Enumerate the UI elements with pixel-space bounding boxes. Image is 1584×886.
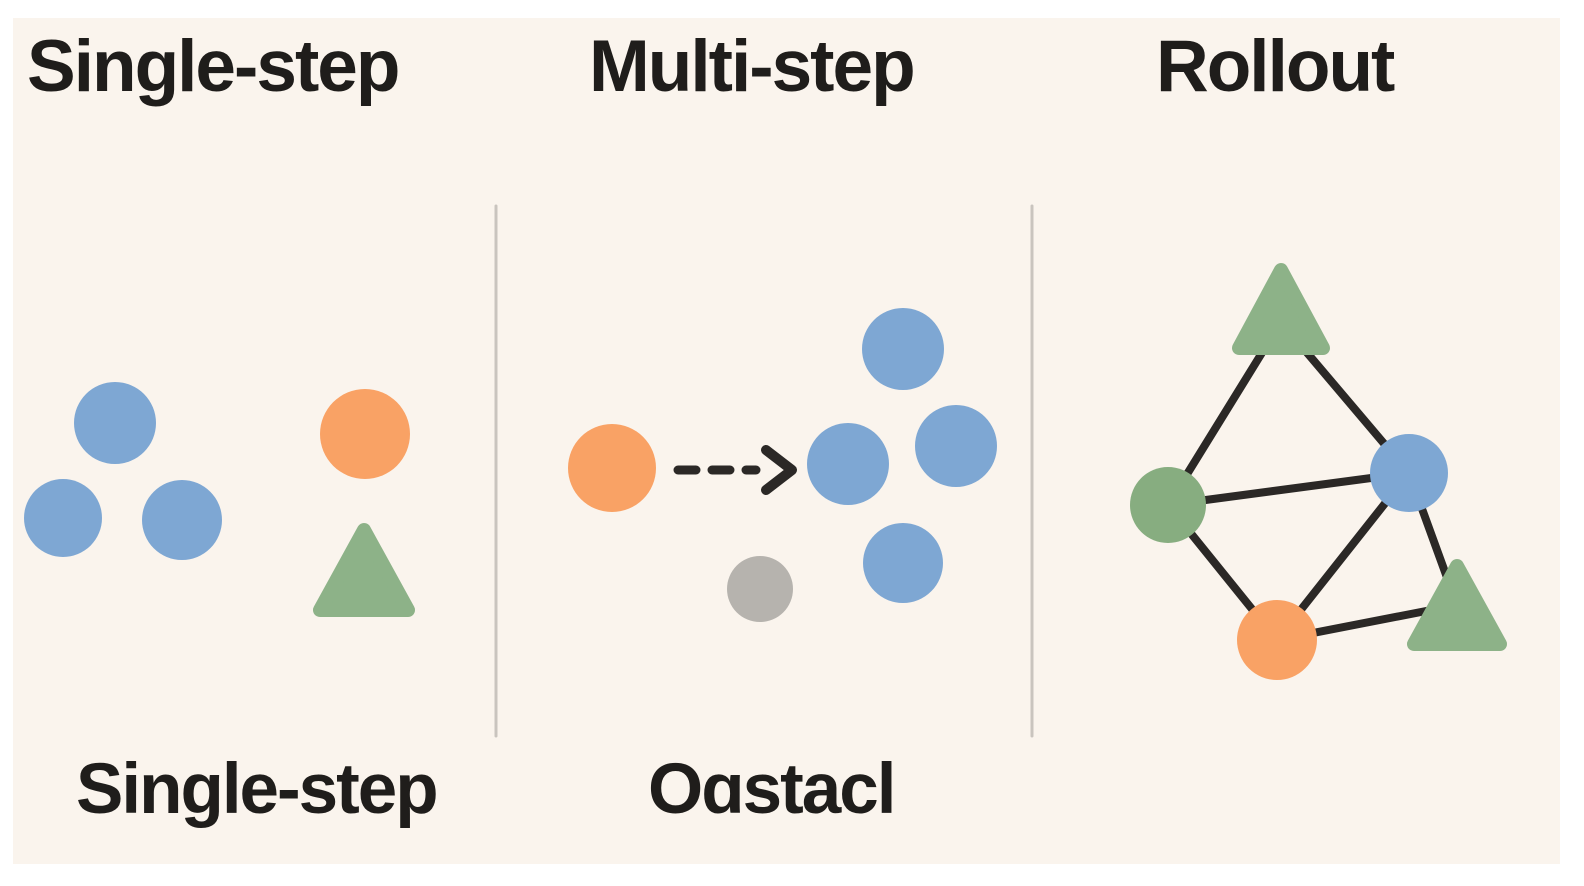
gray-circle <box>727 556 793 622</box>
caption-single-step: Single-step <box>76 750 439 829</box>
caption-obstacle: Oɑstacl <box>648 750 896 829</box>
node-circle-bottom <box>1237 600 1317 680</box>
figure-background <box>13 18 1560 864</box>
orange-circle <box>320 389 410 479</box>
panel-rollout <box>1130 263 1507 680</box>
blue-circle-bottom <box>863 523 943 603</box>
blue-circle-left <box>807 423 889 505</box>
dashed-arrow-head <box>761 445 797 495</box>
blue-circle-right <box>142 480 222 560</box>
edge-circle-left-circle-right <box>1164 469 1413 509</box>
panel-title-multi-step: Multi-step <box>589 26 916 107</box>
node-triangle-bottom <box>1407 559 1507 651</box>
panel-single-step <box>24 382 415 617</box>
green-triangle <box>313 523 415 617</box>
blue-circle-top <box>74 382 156 464</box>
blue-circle-right <box>915 405 997 487</box>
node-circle-left <box>1130 467 1206 543</box>
panel-title-single-step: Single-step <box>27 26 400 107</box>
node-circle-right <box>1370 434 1448 512</box>
blue-circle-top <box>862 308 944 390</box>
panel-title-rollout: Rollout <box>1156 26 1395 107</box>
blue-circle-left <box>24 479 102 557</box>
panel-multi-step <box>568 308 997 622</box>
orange-circle <box>568 424 656 512</box>
node-triangle-top <box>1232 263 1330 355</box>
